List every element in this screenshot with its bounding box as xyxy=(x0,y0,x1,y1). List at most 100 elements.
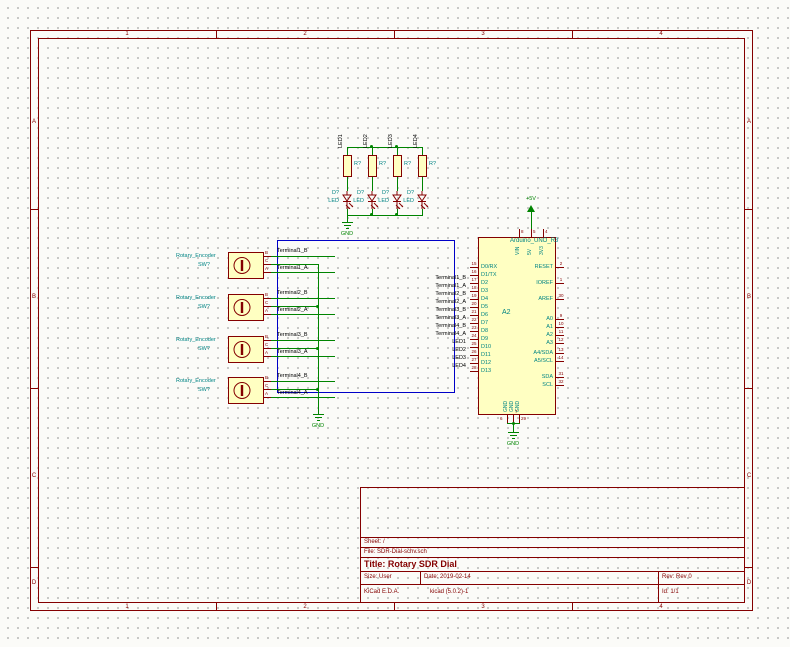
gnd-symbol[interactable] xyxy=(313,414,324,415)
diode-value[interactable]: LED xyxy=(328,198,339,204)
net-label-led[interactable]: LED2 xyxy=(363,134,369,148)
resistor-symbol[interactable] xyxy=(343,155,352,177)
net-label[interactable]: LED3 xyxy=(452,355,466,361)
wire-segment[interactable] xyxy=(271,389,318,390)
diode-value[interactable]: LED xyxy=(378,198,389,204)
gnd-label[interactable]: GND xyxy=(311,423,325,429)
diode-ref[interactable]: D? xyxy=(406,190,414,196)
wire-segment[interactable] xyxy=(372,209,373,215)
net-label[interactable]: LED1 xyxy=(452,339,466,345)
wire-segment[interactable] xyxy=(397,177,398,191)
diode-ref[interactable]: D? xyxy=(331,190,339,196)
net-label-led[interactable]: LED3 xyxy=(388,134,394,148)
wire-segment[interactable] xyxy=(372,177,373,191)
wire-segment[interactable] xyxy=(271,381,335,382)
wire-segment[interactable] xyxy=(271,356,335,357)
wire-segment[interactable] xyxy=(271,272,335,273)
wire-segment[interactable] xyxy=(397,209,398,215)
encoder-value[interactable]: Rotary_Encoder xyxy=(176,337,216,343)
wire-segment[interactable] xyxy=(271,306,318,307)
arduino-value[interactable]: Arduino_UNO_R3 xyxy=(510,238,559,244)
net-label[interactable]: Terminal3_A xyxy=(435,315,466,321)
net-label[interactable]: Terminal1_A xyxy=(435,283,466,289)
net-label[interactable]: Terminal3_B xyxy=(277,332,308,338)
led-symbol[interactable] xyxy=(390,191,404,209)
wire-segment[interactable] xyxy=(271,314,335,315)
net-label[interactable]: Terminal2_B xyxy=(435,291,466,297)
wire-segment[interactable] xyxy=(271,298,335,299)
wire-segment[interactable] xyxy=(347,147,423,148)
wire-segment[interactable] xyxy=(271,340,335,341)
led-symbol[interactable] xyxy=(415,191,429,209)
encoder-value[interactable]: Rotary_Encoder xyxy=(176,295,216,301)
resistor-symbol[interactable] xyxy=(393,155,402,177)
wire-segment[interactable] xyxy=(513,423,514,432)
wire-segment[interactable] xyxy=(422,147,423,155)
led-symbol[interactable] xyxy=(365,191,379,209)
resistor-ref[interactable]: R? xyxy=(379,161,387,167)
net-label-led[interactable]: LED4 xyxy=(413,134,419,148)
wire-segment[interactable] xyxy=(271,397,335,398)
resistor-symbol[interactable] xyxy=(368,155,377,177)
wire-segment[interactable] xyxy=(422,209,423,215)
gnd-label[interactable]: GND xyxy=(340,231,354,237)
gnd-symbol[interactable] xyxy=(508,432,519,433)
gnd-symbol[interactable] xyxy=(342,222,353,223)
encoder-ref[interactable]: SW? xyxy=(198,387,210,393)
net-label[interactable]: LED4 xyxy=(452,363,466,369)
net-label[interactable]: Terminal1_B xyxy=(277,248,308,254)
encoder-ref[interactable]: SW? xyxy=(198,346,210,352)
wire-segment[interactable] xyxy=(271,256,335,257)
wire-segment[interactable] xyxy=(397,147,398,155)
wire-segment[interactable] xyxy=(347,215,348,222)
net-label[interactable]: Terminal3_B xyxy=(435,307,466,313)
net-label[interactable]: Terminal4_A xyxy=(435,331,466,337)
net-label[interactable]: Terminal2_A xyxy=(277,307,308,313)
arduino-symbol[interactable] xyxy=(478,237,556,415)
diode-value[interactable]: LED xyxy=(353,198,364,204)
wire-segment[interactable] xyxy=(347,147,348,155)
wire-segment[interactable] xyxy=(372,147,373,155)
gnd-label[interactable]: GND xyxy=(506,441,520,447)
diode-value[interactable]: LED xyxy=(403,198,414,204)
encoder-ref[interactable]: SW? xyxy=(198,262,210,268)
net-label[interactable]: Terminal1_B xyxy=(435,275,466,281)
frame-tick xyxy=(745,209,753,210)
net-label-led[interactable]: LED1 xyxy=(338,134,344,148)
net-label[interactable]: Terminal3_A xyxy=(277,349,308,355)
resistor-ref[interactable]: R? xyxy=(404,161,412,167)
net-label[interactable]: Terminal2_B xyxy=(277,290,308,296)
wire-segment[interactable] xyxy=(347,215,423,216)
rotary-encoder-symbol[interactable] xyxy=(228,336,264,363)
rotary-encoder-symbol[interactable] xyxy=(228,377,264,404)
resistor-ref[interactable]: R? xyxy=(429,161,437,167)
wire-segment[interactable] xyxy=(347,177,348,191)
rotary-encoder-symbol[interactable] xyxy=(228,252,264,279)
net-label[interactable]: Terminal2_A xyxy=(435,299,466,305)
resistor-ref[interactable]: R? xyxy=(354,161,362,167)
net-label[interactable]: Terminal4_B xyxy=(435,323,466,329)
encoder-ref[interactable]: SW? xyxy=(198,304,210,310)
wire-segment[interactable] xyxy=(531,212,532,229)
arduino-reference[interactable]: A2 xyxy=(502,309,511,316)
wire-segment[interactable] xyxy=(347,209,348,215)
resistor-symbol[interactable] xyxy=(418,155,427,177)
led-symbol[interactable] xyxy=(340,191,354,209)
power-5v-symbol[interactable] xyxy=(527,205,535,212)
diode-ref[interactable]: D? xyxy=(356,190,364,196)
encoder-value[interactable]: Rotary_Encoder xyxy=(176,253,216,259)
net-label[interactable]: Terminal4_B xyxy=(277,373,308,379)
wire-segment[interactable] xyxy=(271,264,318,265)
wire-segment[interactable] xyxy=(271,348,318,349)
diode-ref[interactable]: D? xyxy=(381,190,389,196)
wire-segment[interactable] xyxy=(422,177,423,191)
net-label[interactable]: Terminal1_A xyxy=(277,265,308,271)
net-label[interactable]: LED2 xyxy=(452,347,466,353)
power-5v-label[interactable]: +5V xyxy=(526,196,536,202)
net-label[interactable]: Terminal4_A xyxy=(277,390,308,396)
encoder-value[interactable]: Rotary_Encoder xyxy=(176,378,216,384)
graphic-box[interactable] xyxy=(277,240,455,393)
wire-segment[interactable] xyxy=(318,264,319,414)
rotary-encoder-symbol[interactable] xyxy=(228,294,264,321)
